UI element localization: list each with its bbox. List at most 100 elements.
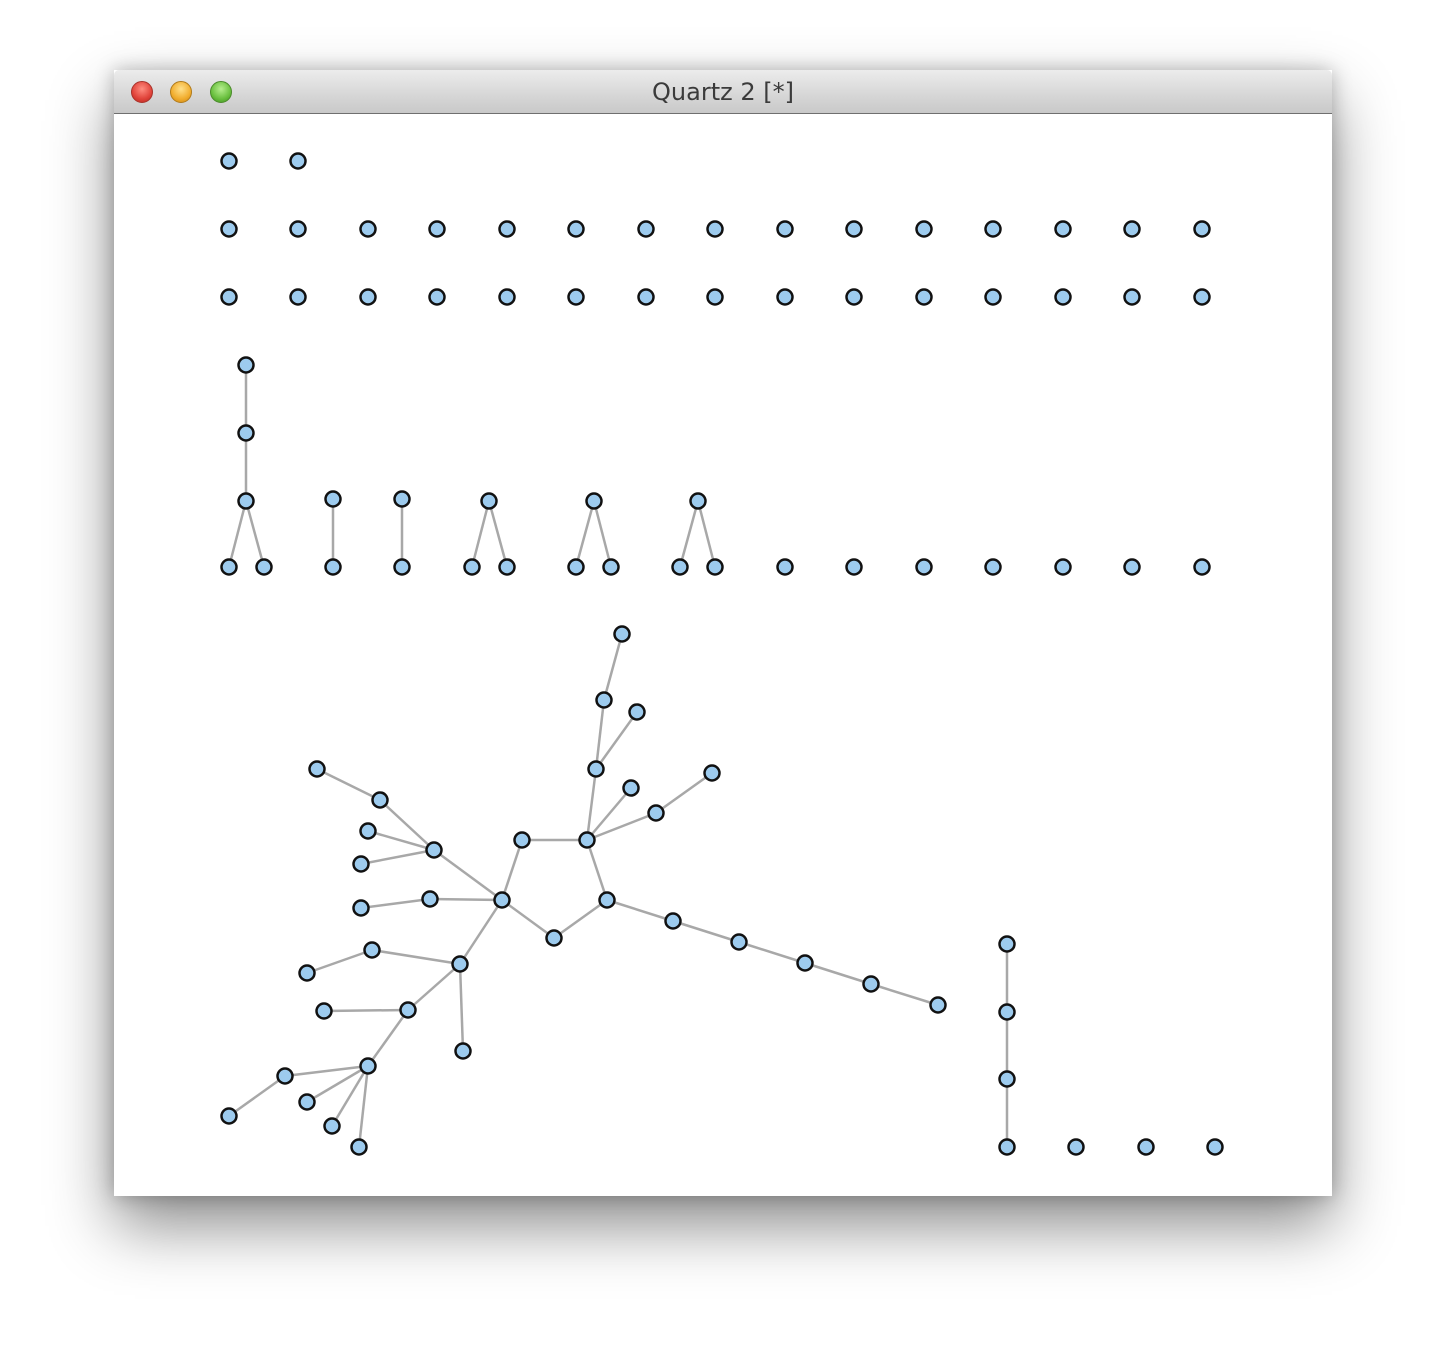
graph-node[interactable] [578,831,596,849]
graph-node[interactable] [220,220,238,238]
graph-node[interactable] [1067,1138,1085,1156]
graph-node[interactable] [706,220,724,238]
minimize-button[interactable] [170,81,192,103]
graph-node[interactable] [498,558,516,576]
graph-node[interactable] [998,935,1016,953]
graph-node[interactable] [324,490,342,508]
graph-node[interactable] [359,220,377,238]
graph-node[interactable] [237,424,255,442]
graph-node[interactable] [352,855,370,873]
graph-node[interactable] [480,492,498,510]
graph-node[interactable] [428,220,446,238]
graph-node[interactable] [350,1138,368,1156]
graph-node[interactable] [689,492,707,510]
graph-node[interactable] [622,779,640,797]
graph-node[interactable] [1193,288,1211,306]
graph-node[interactable] [421,890,439,908]
graph-node[interactable] [220,1107,238,1125]
graph-node[interactable] [998,1003,1016,1021]
graph-node[interactable] [598,891,616,909]
graph-node[interactable] [1123,220,1141,238]
graph-node[interactable] [363,941,381,959]
graph-node[interactable] [776,558,794,576]
graph-node[interactable] [498,220,516,238]
graph-node[interactable] [664,912,682,930]
graph-node[interactable] [352,899,370,917]
graph-node[interactable] [1054,220,1072,238]
graph-node[interactable] [671,558,689,576]
graph-node[interactable] [929,996,947,1014]
graph-node[interactable] [567,288,585,306]
graph-node[interactable] [276,1067,294,1085]
graph-node[interactable] [1137,1138,1155,1156]
graph-node[interactable] [984,220,1002,238]
graph-node[interactable] [289,288,307,306]
graph-node[interactable] [359,1057,377,1075]
graph-node[interactable] [399,1001,417,1019]
graph-node[interactable] [915,220,933,238]
graph-node[interactable] [463,558,481,576]
graph-node[interactable] [1193,220,1211,238]
graph-node[interactable] [513,831,531,849]
graph-node[interactable] [1123,558,1141,576]
graph-canvas[interactable] [114,114,1332,1196]
graph-node[interactable] [637,220,655,238]
graph-node[interactable] [298,964,316,982]
graph-node[interactable] [371,791,389,809]
graph-node[interactable] [289,152,307,170]
graph-node[interactable] [1054,288,1072,306]
graph-node[interactable] [845,288,863,306]
graph-node[interactable] [587,760,605,778]
graph-node[interactable] [984,558,1002,576]
graph-node[interactable] [706,558,724,576]
graph-node[interactable] [454,1042,472,1060]
graph-node[interactable] [255,558,273,576]
graph-node[interactable] [451,955,469,973]
graph-node[interactable] [845,220,863,238]
graph-node[interactable] [776,220,794,238]
graph-node[interactable] [703,764,721,782]
graph-node[interactable] [1054,558,1072,576]
graph-node[interactable] [915,288,933,306]
graph-node[interactable] [845,558,863,576]
graph-node[interactable] [796,954,814,972]
graph-node[interactable] [359,288,377,306]
zoom-button[interactable] [210,81,232,103]
graph-node[interactable] [315,1002,333,1020]
graph-node[interactable] [425,841,443,859]
graph-node[interactable] [359,822,377,840]
graph-node[interactable] [628,703,646,721]
graph-node[interactable] [323,1117,341,1135]
graph-node[interactable] [567,220,585,238]
graph-node[interactable] [613,625,631,643]
graph-node[interactable] [915,558,933,576]
graph-node[interactable] [220,152,238,170]
graph-node[interactable] [289,220,307,238]
graph-node[interactable] [393,558,411,576]
graph-node[interactable] [220,288,238,306]
graph-node[interactable] [647,804,665,822]
graph-node[interactable] [595,691,613,709]
graph-node[interactable] [324,558,342,576]
graph-node[interactable] [493,891,511,909]
graph-node[interactable] [393,490,411,508]
graph-node[interactable] [1206,1138,1224,1156]
graph-node[interactable] [862,975,880,993]
graph-node[interactable] [567,558,585,576]
graph-node[interactable] [498,288,516,306]
graph-node[interactable] [237,492,255,510]
graph-node[interactable] [308,760,326,778]
graph-view[interactable] [114,114,1332,1196]
graph-node[interactable] [998,1138,1016,1156]
graph-node[interactable] [298,1093,316,1111]
graph-node[interactable] [428,288,446,306]
graph-node[interactable] [998,1070,1016,1088]
graph-node[interactable] [637,288,655,306]
graph-node[interactable] [706,288,724,306]
graph-node[interactable] [545,929,563,947]
close-button[interactable] [131,81,153,103]
graph-node[interactable] [730,933,748,951]
title-bar[interactable]: Quartz 2 [*] [114,70,1332,114]
graph-node[interactable] [220,558,238,576]
graph-node[interactable] [585,492,603,510]
